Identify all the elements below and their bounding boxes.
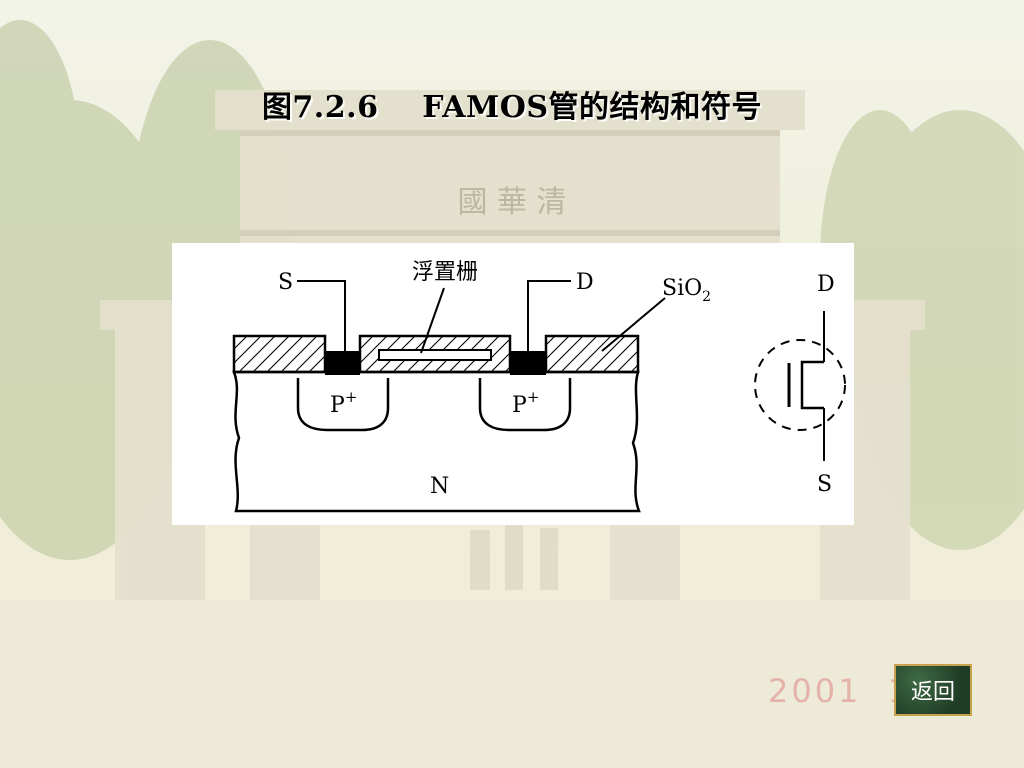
- floating-gate: [378, 349, 492, 361]
- substrate-outline: [232, 370, 641, 513]
- floating-gate-pointer: [420, 287, 445, 354]
- slide-title: 图7.2.6 FAMOS管的结构和符号: [261, 90, 763, 125]
- drain-label: D: [576, 270, 594, 295]
- substrate-label: N: [430, 474, 449, 499]
- oxide-pointer: [601, 297, 666, 352]
- oxide-label: SiO2: [662, 276, 711, 305]
- floating-gate-label: 浮置栅: [412, 260, 478, 285]
- back-button[interactable]: 返回: [894, 664, 972, 716]
- gate-inscription: 國 華 清: [457, 185, 566, 220]
- source-lead: [297, 280, 346, 351]
- back-button-label: 返回: [910, 680, 955, 705]
- source-contact: [325, 351, 360, 375]
- symbol-source-label: S: [817, 472, 832, 497]
- source-p-well: [296, 378, 390, 432]
- famos-symbol: D S: [754, 272, 846, 497]
- source-label: S: [278, 270, 293, 295]
- drain-contact: [510, 351, 546, 375]
- drain-lead: [527, 280, 571, 351]
- source-p-label: P+: [330, 388, 357, 418]
- famos-diagram-panel: S 浮置栅 D SiO2 P+ P+ N D S: [172, 243, 854, 525]
- symbol-drain-label: D: [817, 272, 835, 297]
- drain-p-well: [478, 378, 572, 432]
- famos-diagram: S 浮置栅 D SiO2 P+ P+ N D S: [232, 260, 846, 513]
- drain-p-label: P+: [512, 388, 539, 418]
